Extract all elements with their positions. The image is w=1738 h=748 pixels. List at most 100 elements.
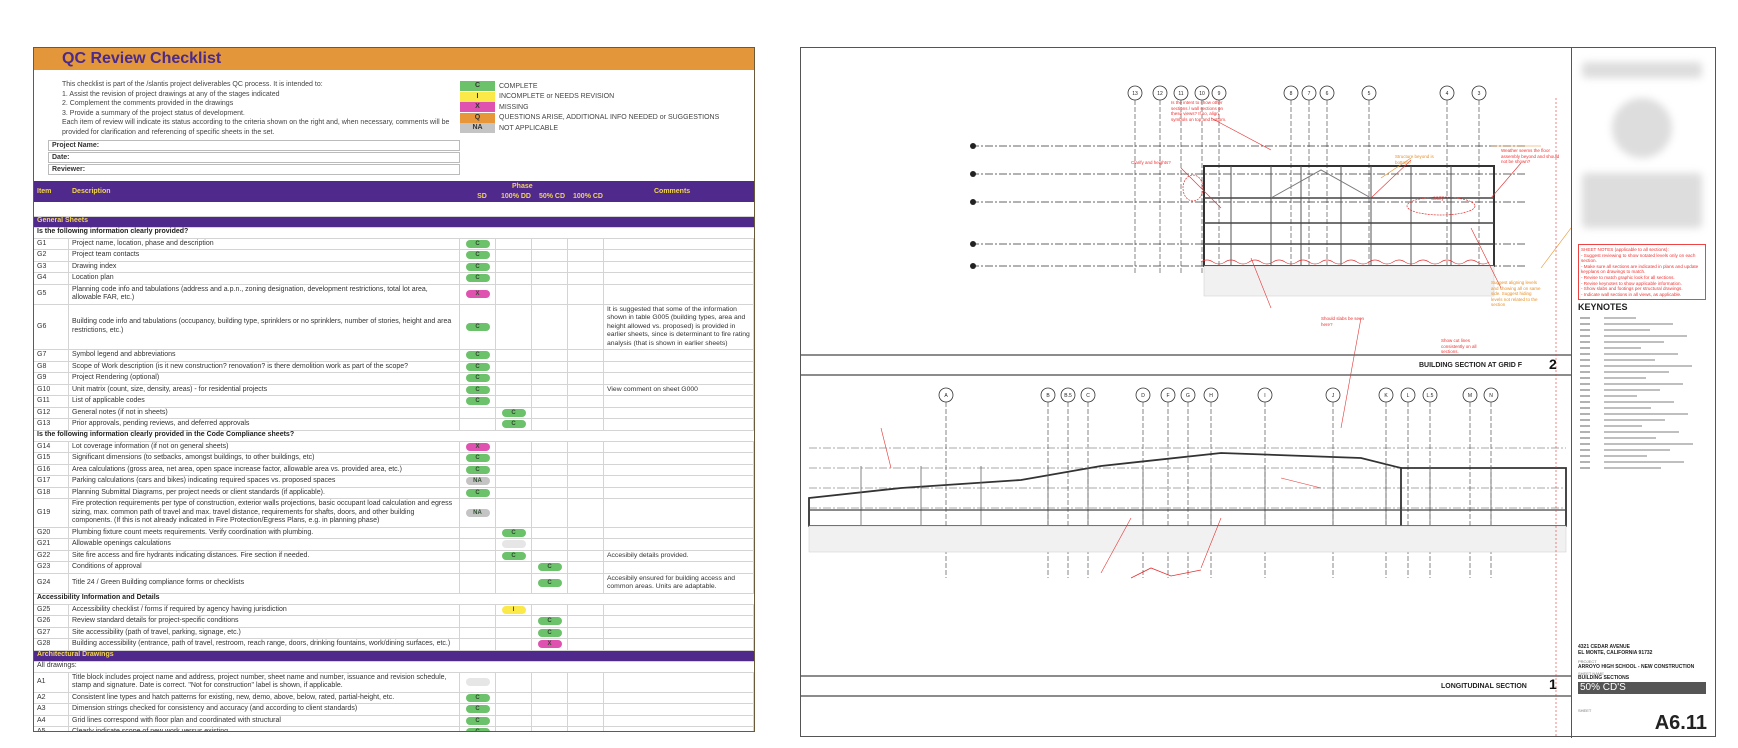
phase-cell[interactable]: C [460, 715, 496, 726]
phase-cell[interactable] [568, 639, 604, 650]
phase-cell[interactable]: I [496, 604, 532, 615]
phase-cell[interactable] [568, 727, 604, 731]
comment-cell[interactable] [604, 527, 754, 538]
comment-cell[interactable] [604, 464, 754, 475]
comment-cell[interactable] [604, 419, 754, 430]
phase-cell[interactable] [532, 261, 568, 272]
comment-cell[interactable] [604, 441, 754, 452]
phase-cell[interactable] [568, 419, 604, 430]
phase-cell[interactable]: X [460, 441, 496, 452]
comment-cell[interactable] [604, 727, 754, 731]
phase-cell[interactable] [532, 361, 568, 372]
phase-cell[interactable]: C [460, 304, 496, 349]
comment-cell[interactable] [604, 616, 754, 627]
status-pill[interactable]: C [465, 239, 490, 248]
phase-cell[interactable] [496, 627, 532, 638]
phase-cell[interactable]: NA [460, 476, 496, 487]
phase-cell[interactable] [568, 350, 604, 361]
comment-cell[interactable] [604, 238, 754, 249]
phase-cell[interactable]: C [460, 453, 496, 464]
comment-cell[interactable] [604, 604, 754, 615]
phase-cell[interactable]: C [460, 273, 496, 284]
status-pill[interactable]: C [465, 716, 490, 725]
status-pill[interactable]: C [465, 385, 490, 394]
status-pill[interactable]: C [465, 362, 490, 371]
phase-cell[interactable] [532, 604, 568, 615]
status-pill[interactable] [465, 678, 490, 686]
phase-cell[interactable]: C [460, 464, 496, 475]
phase-cell[interactable] [460, 672, 496, 692]
phase-cell[interactable] [532, 441, 568, 452]
phase-cell[interactable] [532, 373, 568, 384]
status-pill[interactable]: C [501, 551, 526, 560]
phase-cell[interactable]: C [460, 350, 496, 361]
comment-cell[interactable] [604, 476, 754, 487]
phase-cell[interactable] [568, 616, 604, 627]
phase-cell[interactable]: C [460, 250, 496, 261]
phase-cell[interactable] [460, 407, 496, 418]
status-pill[interactable]: C [501, 408, 526, 417]
comment-cell[interactable] [604, 407, 754, 418]
phase-cell[interactable]: C [460, 384, 496, 395]
phase-cell[interactable] [496, 487, 532, 498]
phase-cell[interactable] [496, 616, 532, 627]
phase-cell[interactable] [532, 550, 568, 561]
status-pill[interactable]: C [537, 628, 562, 637]
phase-cell[interactable] [532, 539, 568, 550]
phase-cell[interactable] [496, 350, 532, 361]
phase-cell[interactable] [532, 238, 568, 249]
status-pill[interactable]: C [465, 374, 490, 383]
phase-cell[interactable] [568, 539, 604, 550]
phase-cell[interactable] [532, 499, 568, 527]
phase-cell[interactable] [568, 715, 604, 726]
phase-cell[interactable]: C [460, 396, 496, 407]
phase-cell[interactable]: C [460, 692, 496, 703]
status-pill[interactable]: C [501, 420, 526, 429]
phase-cell[interactable] [532, 396, 568, 407]
phase-cell[interactable] [568, 704, 604, 715]
phase-cell[interactable] [568, 550, 604, 561]
phase-cell[interactable] [460, 550, 496, 561]
status-pill[interactable]: C [465, 728, 490, 731]
phase-cell[interactable] [496, 373, 532, 384]
phase-cell[interactable] [568, 692, 604, 703]
status-pill[interactable]: C [465, 488, 490, 497]
phase-cell[interactable] [532, 464, 568, 475]
phase-cell[interactable] [568, 238, 604, 249]
phase-cell[interactable] [496, 715, 532, 726]
status-pill[interactable]: X [465, 442, 490, 451]
phase-cell[interactable] [460, 562, 496, 573]
phase-cell[interactable] [568, 627, 604, 638]
status-pill[interactable]: C [465, 274, 490, 283]
phase-cell[interactable]: NA [460, 499, 496, 527]
phase-cell[interactable] [460, 539, 496, 550]
comment-cell[interactable] [604, 715, 754, 726]
phase-cell[interactable] [496, 396, 532, 407]
status-pill[interactable]: C [537, 563, 562, 572]
phase-cell[interactable] [496, 273, 532, 284]
phase-cell[interactable] [496, 250, 532, 261]
phase-cell[interactable] [496, 261, 532, 272]
comment-cell[interactable] [604, 396, 754, 407]
phase-cell[interactable] [532, 527, 568, 538]
phase-cell[interactable] [460, 573, 496, 593]
phase-cell[interactable]: C [460, 238, 496, 249]
comment-cell[interactable] [604, 487, 754, 498]
comment-cell[interactable]: It is suggested that some of the informa… [604, 304, 754, 349]
status-pill[interactable]: NA [465, 477, 490, 486]
comment-cell[interactable]: View comment on sheet G000 [604, 384, 754, 395]
comment-cell[interactable] [604, 373, 754, 384]
phase-cell[interactable] [568, 499, 604, 527]
phase-cell[interactable] [568, 261, 604, 272]
phase-cell[interactable] [532, 453, 568, 464]
phase-cell[interactable] [496, 539, 532, 550]
phase-cell[interactable]: C [496, 407, 532, 418]
phase-cell[interactable] [460, 419, 496, 430]
phase-cell[interactable] [532, 715, 568, 726]
comment-cell[interactable] [604, 672, 754, 692]
phase-cell[interactable] [496, 499, 532, 527]
status-pill[interactable]: C [465, 397, 490, 406]
comment-cell[interactable] [604, 639, 754, 650]
status-pill[interactable]: C [537, 617, 562, 626]
phase-cell[interactable] [532, 284, 568, 304]
